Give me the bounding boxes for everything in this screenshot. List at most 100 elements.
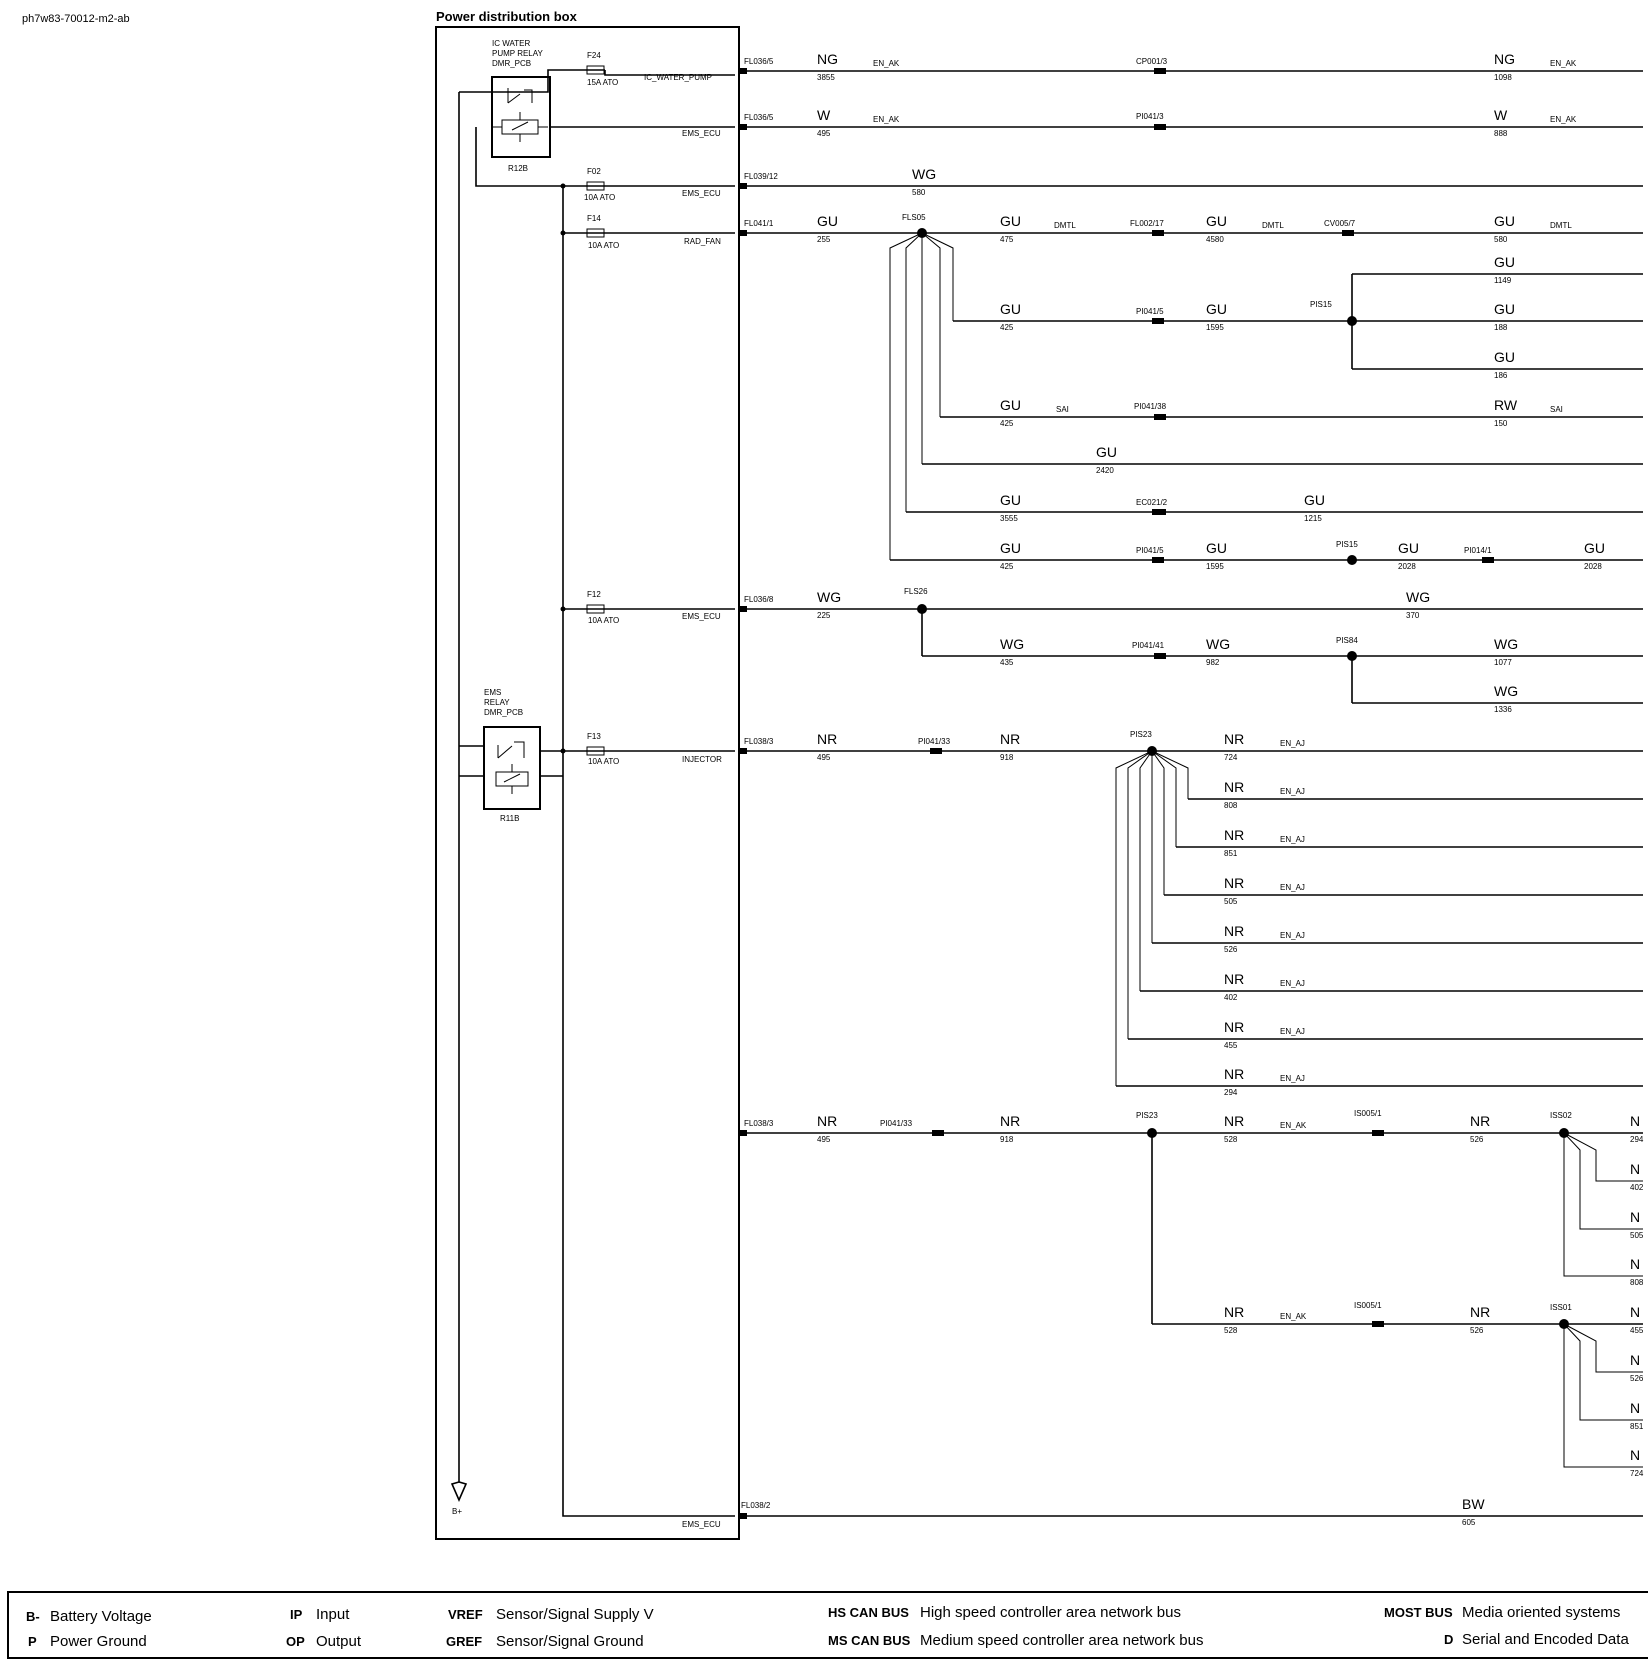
circuit-number: 1336	[1494, 705, 1512, 714]
wire-color: WG	[817, 589, 841, 605]
net-label: EN_AJ	[1280, 835, 1305, 844]
net-label: DMTL	[1262, 221, 1284, 230]
net-label: EN_AJ	[1280, 883, 1305, 892]
ic-water-pump-relay: IC WATER PUMP RELAY DMR_PCB R12B	[491, 39, 551, 173]
connector-label: FL036/8	[744, 595, 774, 604]
fuse-f12: F12 10A ATO EMS_ECU	[563, 590, 735, 625]
inline-connector-label: PI041/5	[1136, 546, 1164, 555]
circuit-number: 526	[1630, 1374, 1644, 1383]
circuit-number: 3555	[1000, 514, 1018, 523]
fuse-f02: F02 10A ATO EMS_ECU	[563, 167, 735, 202]
connector-label: FL038/3	[744, 1119, 774, 1128]
wire-color: N	[1630, 1352, 1640, 1368]
wire-color: GU	[1584, 540, 1605, 556]
fuse-rating: 15A ATO	[587, 78, 618, 87]
fuse-f24: F24 15A ATO IC_WATER_PUMP	[574, 51, 735, 87]
wire-color: NR	[817, 1113, 837, 1129]
circuit-number: 294	[1630, 1135, 1644, 1144]
circuit-number: 808	[1224, 801, 1238, 810]
net-label: EN_AK	[1280, 1312, 1307, 1321]
wire-color: WG	[1494, 683, 1518, 699]
wire-color: WG	[1494, 636, 1518, 652]
wire-color: GU	[1206, 301, 1227, 317]
net-label: EN_AJ	[1280, 787, 1305, 796]
wire-color: GU	[1000, 492, 1021, 508]
wire-color: W	[1494, 107, 1508, 123]
wire-color: GU	[1000, 397, 1021, 413]
inline-connector-label: PI014/1	[1464, 546, 1492, 555]
circuit-number: 455	[1224, 1041, 1238, 1050]
wire-color: NR	[1224, 1066, 1244, 1082]
fuse-id: F14	[587, 214, 601, 223]
wire-color: NR	[1224, 923, 1244, 939]
circuit-number: 528	[1224, 1135, 1238, 1144]
relay-coil	[495, 771, 529, 787]
wire-color: WG	[1206, 636, 1230, 652]
circuit-number: 918	[1000, 753, 1014, 762]
circuit-number: 605	[1462, 1518, 1476, 1527]
net-label: EN_AK	[1550, 115, 1577, 124]
net-label: EN_AJ	[1280, 1074, 1305, 1083]
pin-label: RAD_FAN	[684, 237, 721, 246]
legend-abbr: MS CAN BUS	[828, 1633, 911, 1648]
circuit-number: 186	[1494, 371, 1508, 380]
net-label: SAI	[1550, 405, 1563, 414]
pin-label: IC_WATER_PUMP	[644, 73, 712, 82]
legend-abbr: P	[28, 1634, 37, 1649]
relay-label-line: RELAY	[484, 698, 510, 707]
circuit-number: 1595	[1206, 323, 1224, 332]
inline-connector-label: IS005/1	[1354, 1109, 1382, 1118]
legend-desc: Medium speed controller area network bus	[920, 1632, 1203, 1649]
circuit-number: 2028	[1584, 562, 1602, 571]
wire-color: GU	[1494, 213, 1515, 229]
circuit-number: 982	[1206, 658, 1220, 667]
wire-color: NR	[1224, 1019, 1244, 1035]
legend-abbr: HS CAN BUS	[828, 1605, 909, 1620]
wire-color: BW	[1462, 1496, 1485, 1512]
relay-label-line: IC WATER	[492, 39, 530, 48]
fuse-symbol	[586, 65, 605, 75]
net-label: EN_AJ	[1280, 979, 1305, 988]
net-label: EN_AK	[1280, 1121, 1307, 1130]
circuit-number: 528	[1224, 1326, 1238, 1335]
fuse-symbol	[586, 228, 605, 238]
fuse-f13: F13 10A ATO INJECTOR	[563, 732, 735, 766]
splice-label: FLS26	[904, 587, 928, 596]
circuit-number: 808	[1630, 1278, 1644, 1287]
fuse-id: F12	[587, 590, 601, 599]
net-label: EN_AJ	[1280, 1027, 1305, 1036]
wire-color: NR	[1224, 971, 1244, 987]
wire-labels: NG 3855 EN_AK NG 1098 EN_AK W 495 EN_AK …	[817, 51, 1644, 1527]
circuit-number: 1098	[1494, 73, 1512, 82]
wire-color: NR	[1224, 779, 1244, 795]
circuit-number: 526	[1224, 945, 1238, 954]
circuit-number: 4580	[1206, 235, 1224, 244]
circuit-number: 505	[1630, 1231, 1644, 1240]
wire-color: GU	[1304, 492, 1325, 508]
wire-color: N	[1630, 1113, 1640, 1129]
external-wiring	[739, 68, 1643, 1519]
legend-box	[7, 1591, 1648, 1659]
circuit-number: 888	[1494, 129, 1508, 138]
legend-abbr: IP	[290, 1607, 303, 1622]
inline-connector-label: CP001/3	[1136, 57, 1168, 66]
legend-abbr: VREF	[448, 1607, 483, 1622]
legend-abbr: B-	[26, 1609, 40, 1624]
wire-color: N	[1630, 1447, 1640, 1463]
splice-label: ISS02	[1550, 1111, 1572, 1120]
circuit-number: 150	[1494, 419, 1508, 428]
pin-label: EMS_ECU	[682, 189, 721, 198]
relay-ref: R12B	[508, 164, 528, 173]
circuit-number: 851	[1224, 849, 1238, 858]
wire-color: GU	[1494, 301, 1515, 317]
legend-abbr: GREF	[446, 1634, 482, 1649]
legend-desc: Output	[316, 1633, 362, 1650]
circuit-number: 495	[817, 1135, 831, 1144]
splice-label: PIS23	[1130, 730, 1152, 739]
circuit-number: 455	[1630, 1326, 1644, 1335]
net-label: EN_AJ	[1280, 739, 1305, 748]
net-label: EN_AK	[1550, 59, 1577, 68]
fuse-symbol	[586, 181, 605, 191]
relay-ref: R11B	[500, 814, 519, 823]
wire-color: GU	[1000, 213, 1021, 229]
